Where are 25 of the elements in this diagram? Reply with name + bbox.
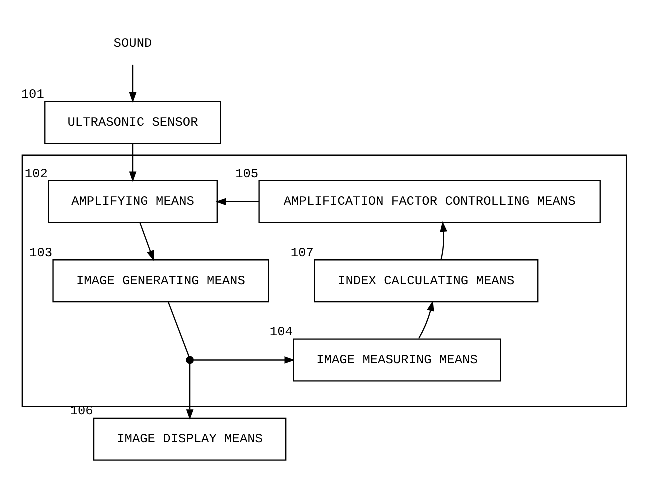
arrow [216, 198, 260, 206]
node-box: AMPLIFICATION FACTOR CONTROLLING MEANS [258, 180, 601, 223]
arrow [129, 144, 137, 182]
arrow [140, 222, 154, 261]
node-box: INDEX CALCULATING MEANS [314, 259, 539, 302]
arrow [129, 64, 137, 103]
node-text: SOUND [114, 35, 152, 50]
node-label: 107 [290, 244, 314, 260]
arrow [418, 300, 434, 339]
node-label: 102 [24, 166, 48, 181]
node-label: 105 [236, 166, 259, 181]
node-box: AMPLIFYING MEANS [48, 180, 218, 223]
node-label: 104 [270, 324, 293, 340]
arrow [440, 221, 448, 260]
node-box: IMAGE DISPLAY MEANS [93, 417, 287, 460]
node-box: ULTRASONIC SENSOR [44, 100, 222, 144]
node-box: IMAGE GENERATING MEANS [52, 259, 270, 302]
node-box: IMAGE MEASURING MEANS [293, 338, 502, 382]
arrow [194, 356, 296, 364]
arrow [186, 363, 194, 420]
node-circle [186, 356, 194, 364]
connector [168, 302, 190, 356]
cluster [22, 154, 628, 407]
node-label: 103 [30, 244, 53, 260]
node-label: 101 [21, 86, 44, 102]
